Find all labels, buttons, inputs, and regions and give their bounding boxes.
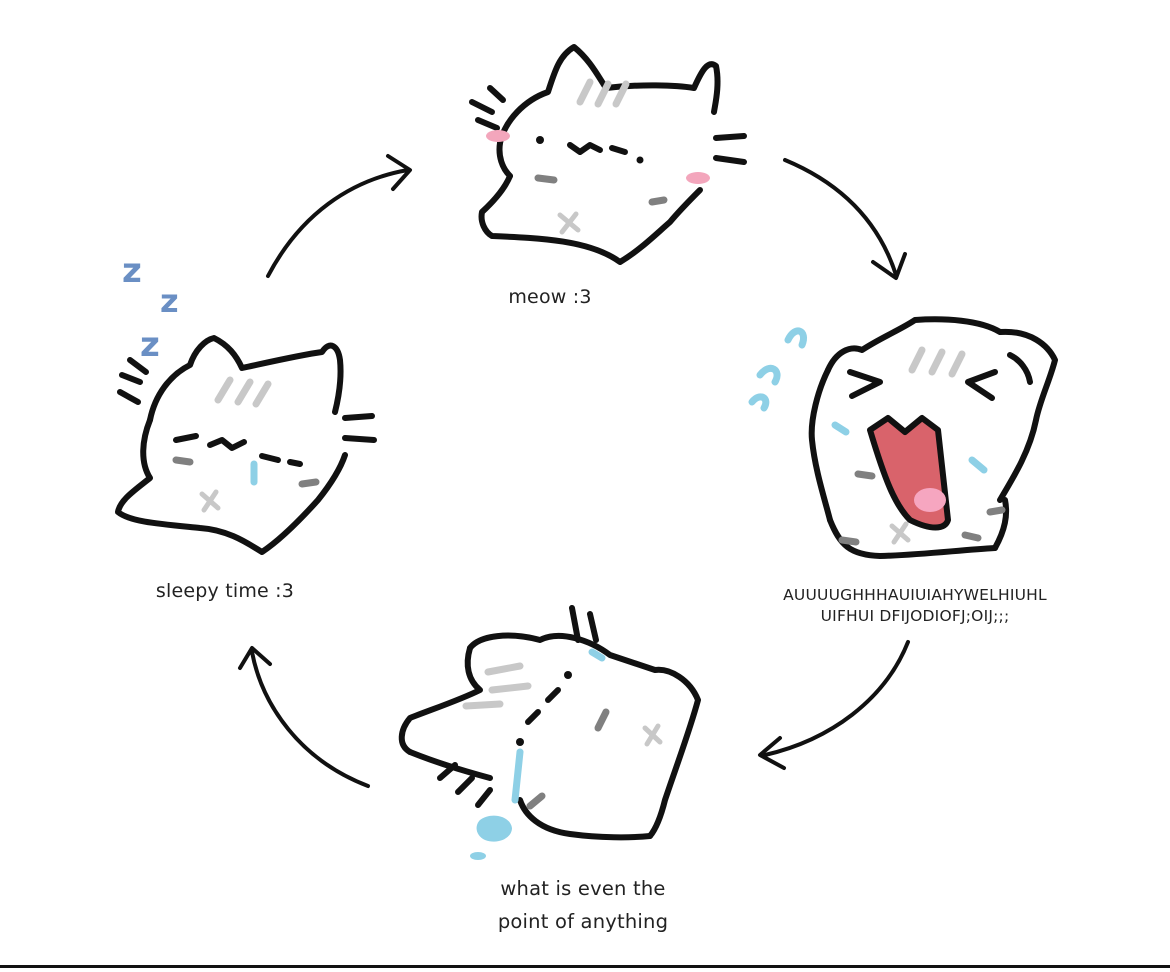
bottom-border [0, 965, 1170, 968]
zzz-letter: z [122, 251, 142, 291]
arrow-despair-to-sleepy [238, 646, 370, 788]
zzz-letter: z [160, 282, 179, 320]
arrow-meow-to-scream [783, 158, 907, 280]
caption-despair-line-2: point of anything [497, 910, 669, 933]
despair-cat-illustration [398, 605, 701, 860]
arrow-sleepy-to-meow [266, 154, 412, 278]
cycle-arrows [238, 154, 910, 788]
caption-scream-line-1: AUUUUGHHHAUIUIAHYWELHIUHL [783, 586, 1047, 604]
arrow-scream-to-despair [758, 640, 910, 770]
zzz-letter: z [140, 325, 160, 365]
caption-scream: AUUUUGHHHAUIUIAHYWELHIUHL UIFHUI DFIJODI… [742, 585, 1088, 627]
meow-cat-illustration [469, 44, 747, 265]
caption-sleepy: sleepy time :3 [155, 580, 295, 602]
caption-despair-line-1: what is even the [500, 877, 666, 900]
caption-meow: meow :3 [508, 286, 592, 308]
screaming-cat-illustration [748, 316, 1058, 559]
sleepy-cat-illustration [115, 335, 377, 555]
caption-scream-line-2: UIFHUI DFIJODIOFJ;OIJ;;; [820, 607, 1010, 625]
caption-despair: what is even the point of anything [455, 872, 711, 938]
zzz-group: z z z [122, 251, 179, 365]
